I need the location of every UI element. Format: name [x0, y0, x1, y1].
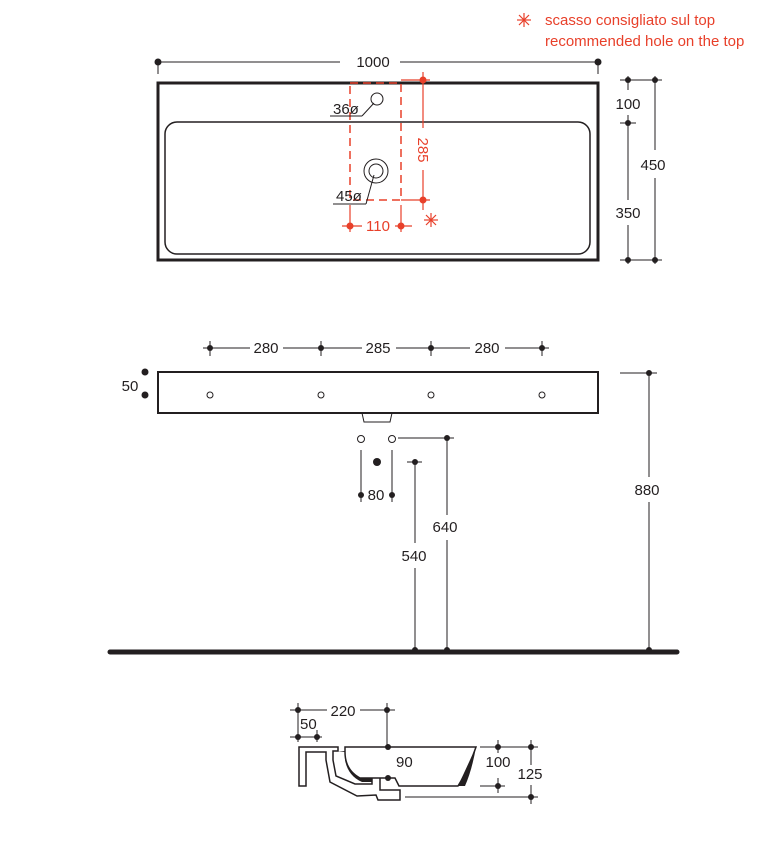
dim-side-edge: 50	[300, 716, 317, 733]
dim-spacing-2: 285	[365, 340, 390, 357]
dim-height-total: 125	[517, 766, 542, 783]
top-view: 1000 36ø 45ø 285 110 100 350 450	[154, 54, 666, 264]
dim-width: 1000	[356, 54, 389, 71]
dim-basin-depth: 90	[396, 754, 413, 771]
hole-zone	[349, 82, 402, 201]
dim-side-depth: 220	[330, 703, 355, 720]
dim-tap-hole: 36ø	[333, 101, 359, 118]
dim-hole-depth: 285	[414, 137, 431, 162]
side-section: 220 50 90 100 125	[290, 703, 543, 804]
dim-back: 100	[615, 96, 640, 113]
front-outline	[157, 371, 599, 414]
asterisk-icon	[424, 213, 438, 227]
legend-text-en: recommended hole on the top	[545, 33, 744, 50]
dim-depth: 450	[640, 157, 665, 174]
tap-hole	[370, 92, 384, 106]
dim-hole-width: 110	[366, 218, 390, 235]
legend-text-it: scasso consigliato sul top	[545, 12, 715, 29]
dim-height-inner: 100	[485, 754, 510, 771]
drain-hole	[363, 158, 389, 184]
dim-waste-height-1: 640	[432, 519, 457, 536]
asterisk-icon	[517, 13, 531, 27]
dim-thickness: 50	[122, 378, 139, 395]
dim-drain-hole: 45ø	[336, 188, 362, 205]
dim-waste-spacing: 80	[368, 487, 385, 504]
drain-trap	[361, 412, 393, 423]
section-profile	[298, 746, 478, 801]
dim-spacing-3: 280	[474, 340, 499, 357]
legend: scasso consigliato sul top recommended h…	[517, 12, 744, 50]
dim-basin: 350	[615, 205, 640, 222]
dim-top-height: 880	[634, 482, 659, 499]
front-view: 280 285 280 50 80 640 540 880	[107, 340, 680, 655]
waste-outlet	[373, 458, 381, 466]
dim-spacing-1: 280	[253, 340, 278, 357]
basin-outline	[164, 121, 591, 255]
dim-waste-height-2: 540	[401, 548, 426, 565]
